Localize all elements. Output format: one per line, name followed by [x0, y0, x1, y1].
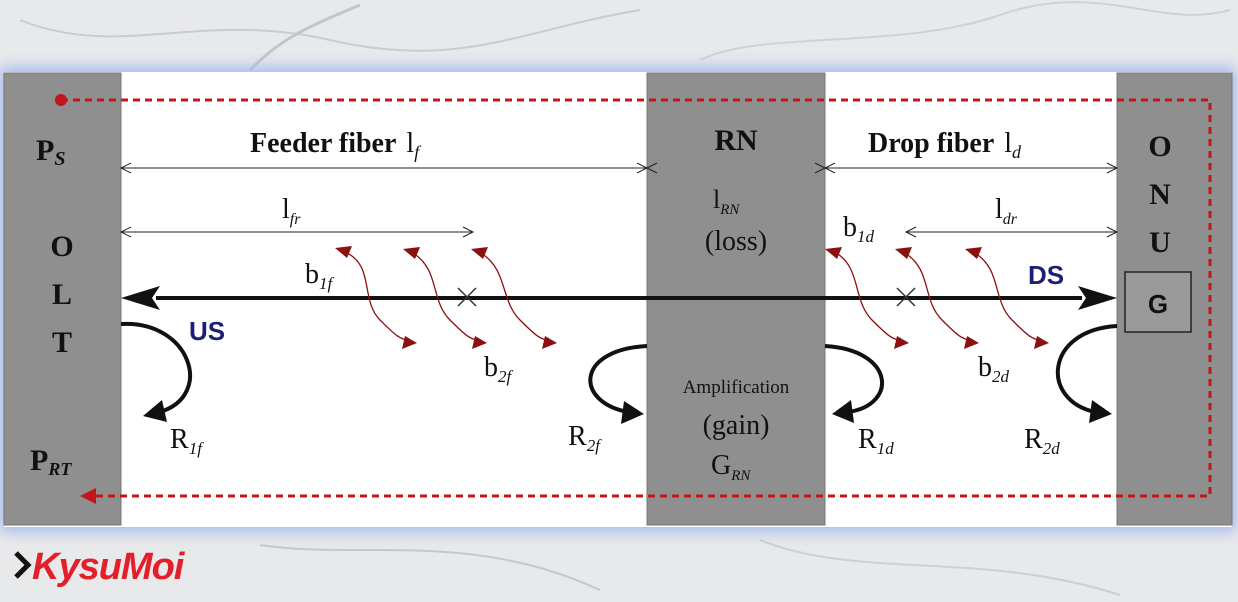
rn-loss-var: lRN [713, 185, 740, 218]
rn-gain-var: GRN [711, 450, 751, 484]
lfr-label: lfr [282, 194, 301, 228]
r2d-label: R2d [1024, 424, 1060, 458]
onu-letter-o: O [1148, 130, 1171, 163]
onu-g-label: G [1148, 289, 1168, 319]
backscatter-feeder [344, 251, 553, 343]
r2f-label: R2f [568, 421, 602, 455]
fault-mark-feeder [457, 287, 477, 307]
reflection-arrows [120, 321, 1118, 414]
ds-label: DS [1028, 260, 1064, 290]
b1f-label: b1f [305, 259, 335, 293]
signal-source-dot [55, 94, 67, 106]
signal-loop [61, 98, 1212, 504]
ps-label: PS [36, 134, 65, 170]
r1f-label: R1f [170, 424, 204, 458]
onu-letter-u: U [1149, 226, 1171, 259]
onu-letter-n: N [1149, 178, 1171, 211]
olt-letter-l: L [52, 278, 72, 311]
rn-loss-text: (loss) [705, 226, 767, 257]
b2d-label: b2d [978, 352, 1010, 386]
backscatter-drop [834, 251, 1045, 343]
rn-amplification: Amplification [683, 377, 790, 398]
backscatter-arrows-drop [825, 247, 1049, 349]
svg-text:KysuMoi: KysuMoi [32, 546, 186, 588]
reflection-arrowheads [143, 400, 1112, 424]
ds-arrowhead [1078, 286, 1117, 310]
olt-letter-t: T [52, 326, 72, 359]
backscatter-arrows-feeder [335, 246, 557, 349]
b1d-label: b1d [843, 212, 875, 246]
us-arrowhead [121, 286, 160, 310]
prt-label: PRT [30, 444, 72, 479]
olt-box [3, 72, 122, 526]
rn-title: RN [714, 124, 758, 157]
logo-mark-icon [14, 551, 32, 579]
rn-gain-text: (gain) [703, 410, 770, 441]
r1d-label: R1d [858, 424, 894, 458]
fault-mark-drop [896, 287, 916, 307]
onu-g-box [1124, 271, 1192, 333]
ldr-label: ldr [995, 194, 1018, 228]
us-label: US [189, 316, 225, 346]
kysumoi-logo: KysuMoi [14, 546, 187, 588]
b2f-label: b2f [484, 352, 514, 386]
olt-letter-o: O [50, 230, 73, 263]
